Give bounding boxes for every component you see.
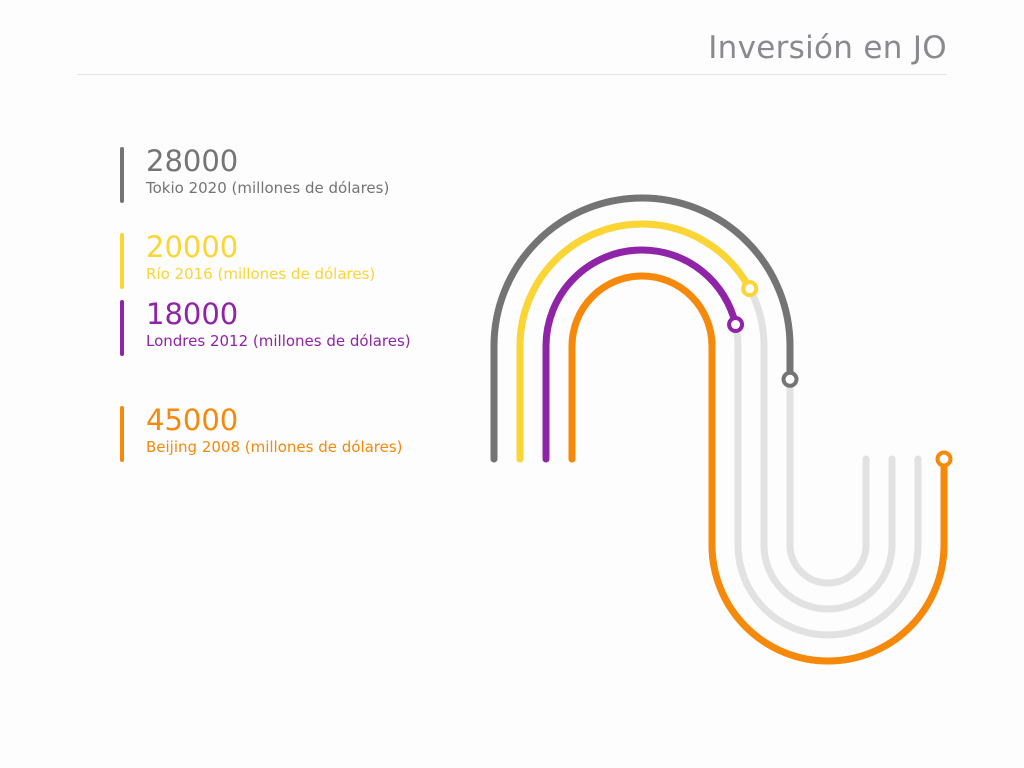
series-end-marker-1 xyxy=(741,280,759,298)
chart-title: Inversión en JO xyxy=(708,30,947,66)
legend-swatch xyxy=(120,233,124,289)
legend-label: Londres 2012 (millones de dólares) xyxy=(146,332,411,350)
legend-label: Beijing 2008 (millones de dólares) xyxy=(146,438,403,456)
legend-item-beijing-2008: 45000 Beijing 2008 (millones de dólares) xyxy=(120,403,446,462)
legend-label: Río 2016 (millones de dólares) xyxy=(146,265,376,283)
legend-item-rio-2016: 20000 Río 2016 (millones de dólares) xyxy=(120,230,446,289)
legend-value: 45000 xyxy=(146,403,239,437)
legend-value: 20000 xyxy=(146,230,239,264)
legend-swatch xyxy=(120,147,124,203)
series-bar-0 xyxy=(490,194,870,587)
legend-label: Tokio 2020 (millones de dólares) xyxy=(146,179,390,197)
series-bar-1 xyxy=(516,220,896,613)
series-end-marker-3 xyxy=(935,450,953,468)
series-end-marker-2 xyxy=(727,316,745,334)
series-bar-3 xyxy=(568,272,948,665)
track-1 xyxy=(516,220,896,613)
legend-item-tokio-2020: 28000 Tokio 2020 (millones de dólares) xyxy=(120,144,446,203)
series-bar-2 xyxy=(542,246,922,639)
legend-value: 18000 xyxy=(146,297,239,331)
series-end-marker-0 xyxy=(781,370,799,388)
legend-value: 28000 xyxy=(146,144,239,178)
legend-item-londres-2012: 18000 Londres 2012 (millones de dólares) xyxy=(120,297,446,356)
legend-swatch xyxy=(120,406,124,462)
legend-swatch xyxy=(120,300,124,356)
title-divider xyxy=(77,74,947,75)
